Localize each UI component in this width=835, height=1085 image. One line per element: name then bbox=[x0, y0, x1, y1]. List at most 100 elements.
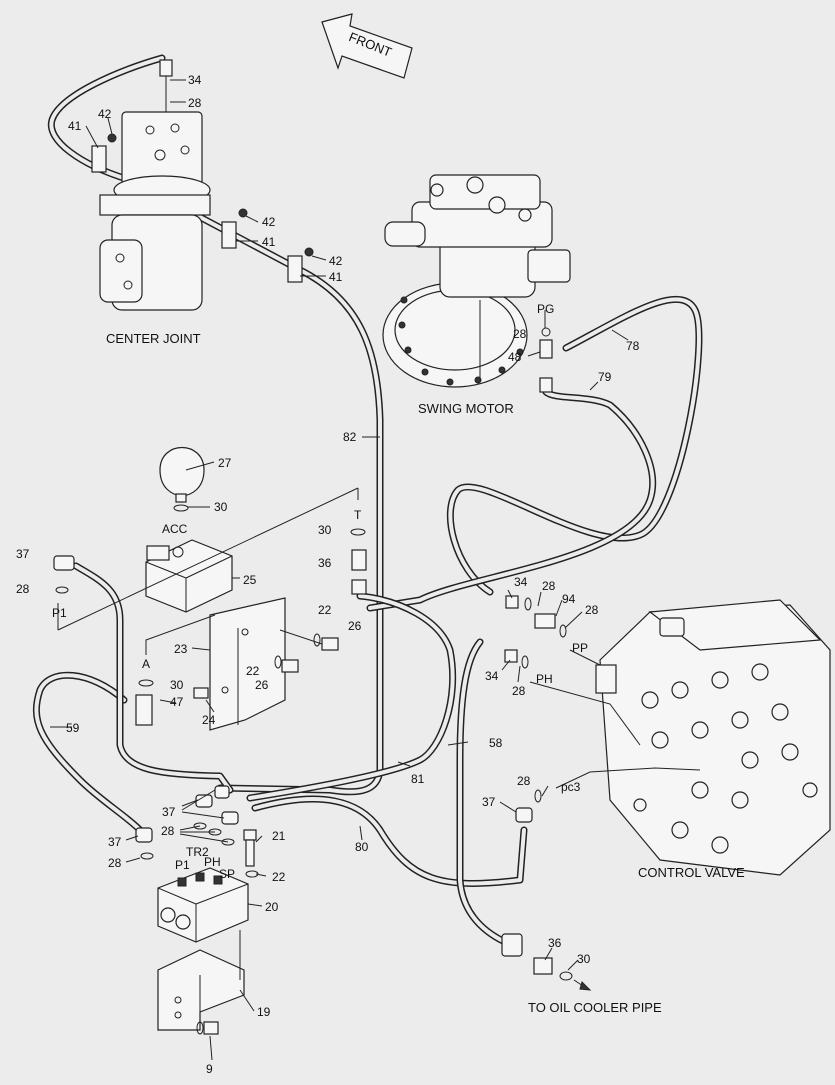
callout-42-c: 42 bbox=[329, 254, 343, 268]
label-oil-cooler: TO OIL COOLER PIPE bbox=[528, 1000, 662, 1015]
callout-30-t: 30 bbox=[318, 523, 332, 537]
bolt-26-low bbox=[274, 655, 299, 673]
callout-28-manifold: 28 bbox=[161, 824, 175, 838]
label-control-valve: CONTROL VALVE bbox=[638, 865, 745, 880]
hose-80 bbox=[251, 795, 528, 887]
hose-59 bbox=[32, 671, 144, 834]
front-arrow: FRONT bbox=[321, 13, 413, 79]
bolt-21 bbox=[243, 829, 259, 878]
port-tr2: TR2 bbox=[186, 845, 209, 859]
callout-80: 80 bbox=[355, 840, 369, 854]
callout-48: 48 bbox=[508, 350, 522, 364]
callout-58: 58 bbox=[489, 736, 503, 750]
callout-22-mid: 22 bbox=[318, 603, 332, 617]
callout-25: 25 bbox=[243, 573, 257, 587]
callout-24: 24 bbox=[202, 713, 216, 727]
callout-9: 9 bbox=[206, 1062, 213, 1076]
fitting-37-manifold bbox=[193, 785, 239, 846]
callout-28-ph: 28 bbox=[512, 684, 526, 698]
callout-59: 59 bbox=[66, 721, 80, 735]
hose-p1 bbox=[72, 562, 234, 794]
callout-27: 27 bbox=[218, 456, 232, 470]
callout-28-pg: 28 bbox=[513, 327, 527, 341]
callout-28-pc3: 28 bbox=[517, 774, 531, 788]
fitting-48 bbox=[539, 327, 553, 393]
callout-37-manifold: 37 bbox=[162, 805, 176, 819]
callout-41-b: 41 bbox=[262, 235, 276, 249]
fitting-47 bbox=[135, 679, 154, 726]
callout-34-mid: 34 bbox=[514, 575, 528, 589]
callout-42-b: 42 bbox=[262, 215, 276, 229]
port-sp: SP bbox=[219, 867, 235, 881]
hose-79 bbox=[366, 388, 657, 612]
callout-34-top: 34 bbox=[188, 73, 202, 87]
callout-94: 94 bbox=[562, 592, 576, 606]
callout-28-bl: 28 bbox=[108, 856, 122, 870]
port-ph-block: PH bbox=[204, 855, 221, 869]
callout-28-left: 28 bbox=[16, 582, 30, 596]
fitting-36-t bbox=[350, 528, 367, 595]
port-p1-left: P1 bbox=[52, 606, 67, 620]
callout-30-acc: 30 bbox=[214, 500, 228, 514]
port-pc3: pc3 bbox=[561, 780, 581, 794]
callout-19: 19 bbox=[257, 1005, 271, 1019]
bolt-9 bbox=[196, 1021, 219, 1035]
callout-36-cool: 36 bbox=[548, 936, 562, 950]
fitting-34-ph bbox=[504, 649, 529, 669]
callout-28-mid2: 28 bbox=[585, 603, 599, 617]
callout-41-a: 41 bbox=[68, 119, 82, 133]
port-pg: PG bbox=[537, 302, 554, 316]
port-acc: ACC bbox=[162, 522, 188, 536]
port-ph: PH bbox=[536, 672, 553, 686]
callout-28-top: 28 bbox=[188, 96, 202, 110]
callout-37-bl: 37 bbox=[108, 835, 122, 849]
callout-21: 21 bbox=[272, 829, 286, 843]
clamp-41-b bbox=[221, 208, 248, 249]
fitting-36-cooler bbox=[501, 933, 592, 991]
leader-lines bbox=[50, 79, 701, 1061]
accumulator-27 bbox=[159, 447, 205, 512]
callout-42-a: 42 bbox=[98, 107, 112, 121]
swing-motor bbox=[382, 174, 571, 388]
callout-26-mid: 26 bbox=[348, 619, 362, 633]
bolt-26-mid bbox=[279, 629, 339, 651]
hose-78 bbox=[446, 295, 703, 596]
callout-82: 82 bbox=[343, 430, 357, 444]
callout-22-blk: 22 bbox=[272, 870, 286, 884]
port-pp: PP bbox=[572, 641, 588, 655]
fitting-37-pc3 bbox=[515, 789, 542, 823]
center-joint bbox=[99, 59, 211, 311]
label-swing-motor: SWING MOTOR bbox=[418, 401, 514, 416]
label-center-joint: CENTER JOINT bbox=[106, 331, 201, 346]
callout-36-t: 36 bbox=[318, 556, 332, 570]
block-25 bbox=[145, 539, 233, 613]
clamp-41-a bbox=[91, 133, 117, 173]
hose-58 bbox=[456, 638, 509, 946]
callout-37-left: 37 bbox=[16, 547, 30, 561]
callout-22-low: 22 bbox=[246, 664, 260, 678]
block-20 bbox=[157, 867, 249, 943]
hose-81 bbox=[246, 592, 457, 802]
callout-41-c: 41 bbox=[329, 270, 343, 284]
port-a: A bbox=[142, 657, 150, 671]
callout-37-pc3: 37 bbox=[482, 795, 496, 809]
callout-30-a: 30 bbox=[170, 678, 184, 692]
bracket-23 bbox=[209, 597, 286, 731]
bracket-19 bbox=[157, 930, 245, 1031]
bolt-24 bbox=[193, 687, 209, 699]
callout-23: 23 bbox=[174, 642, 188, 656]
control-valve bbox=[595, 599, 831, 876]
fitting-94 bbox=[505, 595, 567, 638]
callout-79: 79 bbox=[598, 370, 612, 384]
port-t: T bbox=[354, 508, 362, 522]
callout-30-cool: 30 bbox=[577, 952, 591, 966]
callout-28-mid: 28 bbox=[542, 579, 556, 593]
clamp-41-c bbox=[287, 247, 314, 283]
callout-78: 78 bbox=[626, 339, 640, 353]
callout-20: 20 bbox=[265, 900, 279, 914]
callout-26-low: 26 bbox=[255, 678, 269, 692]
fitting-37-bl bbox=[135, 827, 154, 860]
port-p1-block: P1 bbox=[175, 858, 190, 872]
